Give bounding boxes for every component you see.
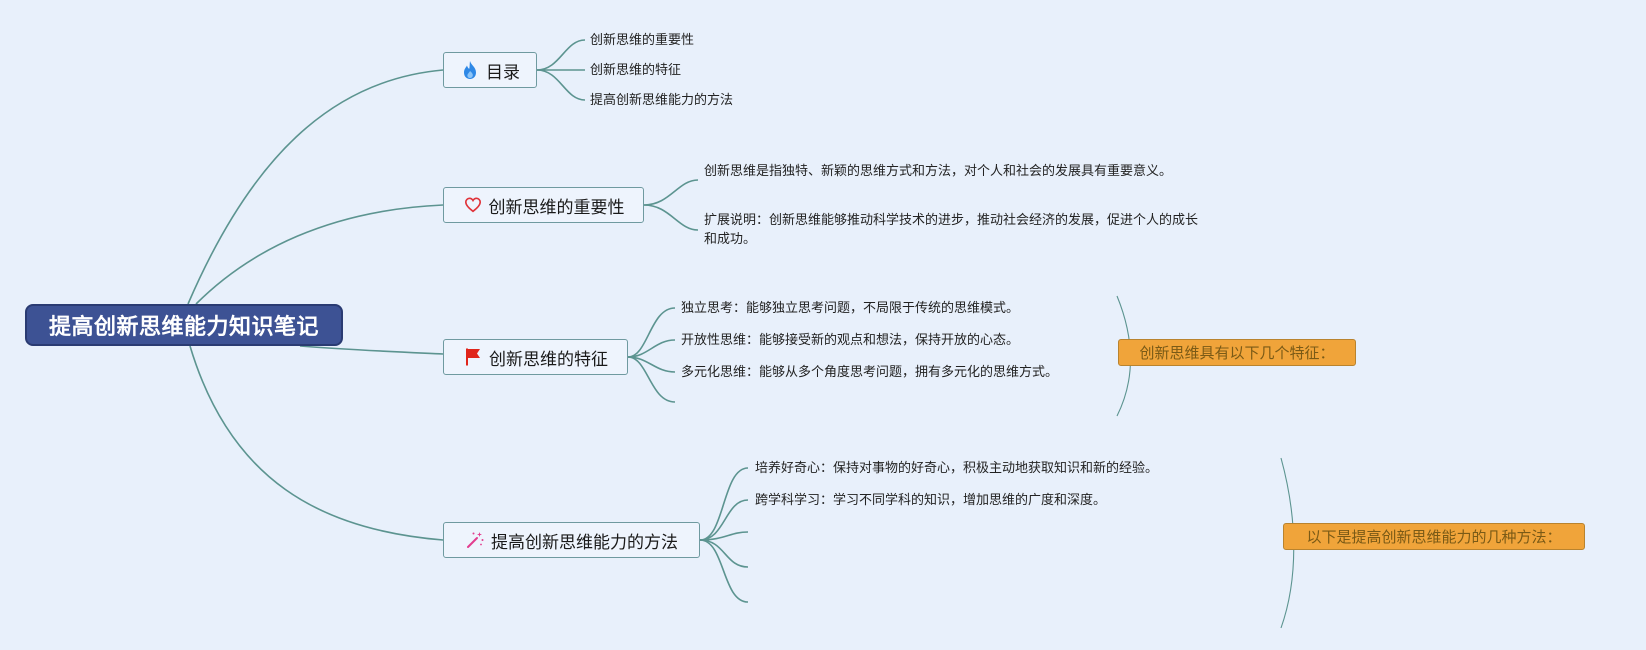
topic-methods[interactable]: 提高创新思维能力的方法 <box>443 522 700 558</box>
red-flag-icon <box>463 347 483 367</box>
topic-features[interactable]: 创新思维的特征 <box>443 339 628 375</box>
topic-importance[interactable]: 创新思维的重要性 <box>443 187 644 223</box>
importance-item[interactable]: 创新思维是指独特、新颖的思维方式和方法，对个人和社会的发展具有重要意义。 <box>704 164 1173 179</box>
topic-label: 提高创新思维能力的方法 <box>491 532 678 553</box>
magic-wand-icon <box>465 530 485 550</box>
method-item[interactable]: 跨学科学习：学习不同学科的知识，增加思维的广度和深度。 <box>755 493 1107 508</box>
method-item[interactable]: 培养好奇心：保持对事物的好奇心，积极主动地获取知识和新的经验。 <box>755 461 1159 476</box>
feature-item[interactable]: 开放性思维：能够接受新的观点和想法，保持开放的心态。 <box>681 333 1020 348</box>
topic-label: 创新思维的特征 <box>489 349 608 370</box>
feature-item[interactable]: 独立思考：能够独立思考问题，不局限于传统的思维模式。 <box>681 301 1020 316</box>
methods-summary[interactable]: 以下是提高创新思维能力的几种方法： <box>1283 523 1585 550</box>
fire-icon <box>460 60 480 80</box>
toc-item[interactable]: 创新思维的特征 <box>590 63 682 78</box>
heart-icon <box>463 195 483 215</box>
toc-item[interactable]: 提高创新思维能力的方法 <box>590 93 734 108</box>
summary-label: 以下是提高创新思维能力的几种方法： <box>1306 528 1562 546</box>
toc-item[interactable]: 创新思维的重要性 <box>590 33 695 48</box>
central-topic[interactable]: 提高创新思维能力知识笔记 <box>25 304 343 346</box>
central-topic-title: 提高创新思维能力知识笔记 <box>48 315 319 340</box>
feature-item[interactable]: 多元化思维：能够从多个角度思考问题，拥有多元化的思维方式。 <box>681 365 1059 380</box>
topic-table-of-contents[interactable]: 目录 <box>443 52 537 88</box>
importance-item[interactable]: 扩展说明：创新思维能够推动科学技术的进步，推动社会经济的发展，促进个人的成长和成… <box>704 213 1199 247</box>
summary-label: 创新思维具有以下几个特征： <box>1139 344 1335 362</box>
topic-label: 创新思维的重要性 <box>488 197 625 218</box>
topic-label: 目录 <box>486 62 520 83</box>
features-summary[interactable]: 创新思维具有以下几个特征： <box>1118 339 1356 366</box>
